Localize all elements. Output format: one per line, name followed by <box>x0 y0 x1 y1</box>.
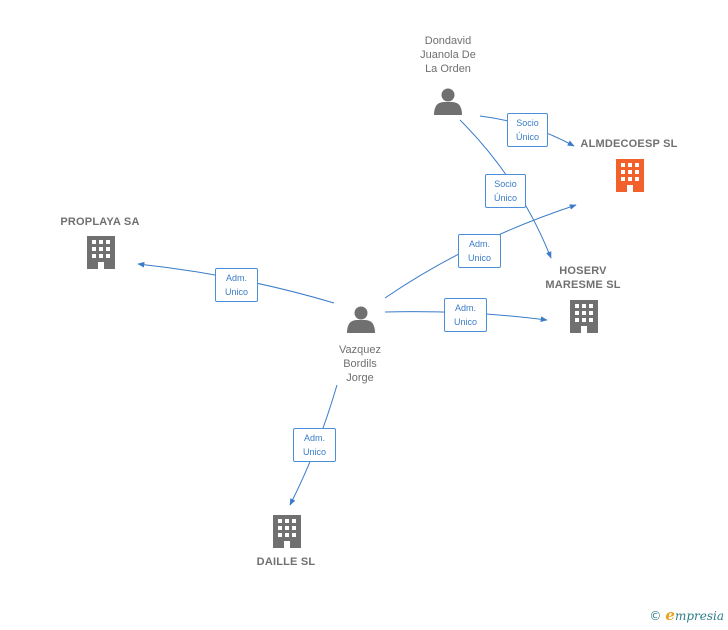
building-icon[interactable] <box>616 159 644 192</box>
edge-label-socio-unico: Socio Único <box>485 174 526 208</box>
edge-label-adm-unico: Adm. Unico <box>293 428 336 462</box>
building-icon[interactable] <box>273 515 301 548</box>
node-label-daille[interactable]: DAILLE SL <box>256 556 316 568</box>
edge-label-adm-unico: Adm. Unico <box>444 298 487 332</box>
person-icon[interactable] <box>347 306 375 334</box>
copyright-icon: © <box>649 609 662 623</box>
node-label-dondavid[interactable]: Dondavid Juanola De La Orden <box>420 35 476 75</box>
brand-logo-initial: e <box>665 606 675 624</box>
node-label-almdecoesp[interactable]: ALMDECOESP SL <box>580 138 678 150</box>
edge-label-adm-unico: Adm. Unico <box>458 234 501 268</box>
edge-label-socio-unico: Socio Único <box>507 113 548 147</box>
node-label-hoserv[interactable]: HOSERV MARESME SL <box>545 265 621 291</box>
brand-logo-text: mpresia <box>674 609 724 623</box>
node-label-vazquez[interactable]: Vazquez Bordils Jorge <box>339 344 381 384</box>
edge-label-adm-unico: Adm. Unico <box>215 268 258 302</box>
building-icon[interactable] <box>87 236 115 269</box>
brand-footer: ©empresia <box>649 606 724 624</box>
node-label-proplaya[interactable]: PROPLAYA SA <box>60 216 140 228</box>
person-icon[interactable] <box>434 88 462 116</box>
building-icon[interactable] <box>570 300 598 333</box>
